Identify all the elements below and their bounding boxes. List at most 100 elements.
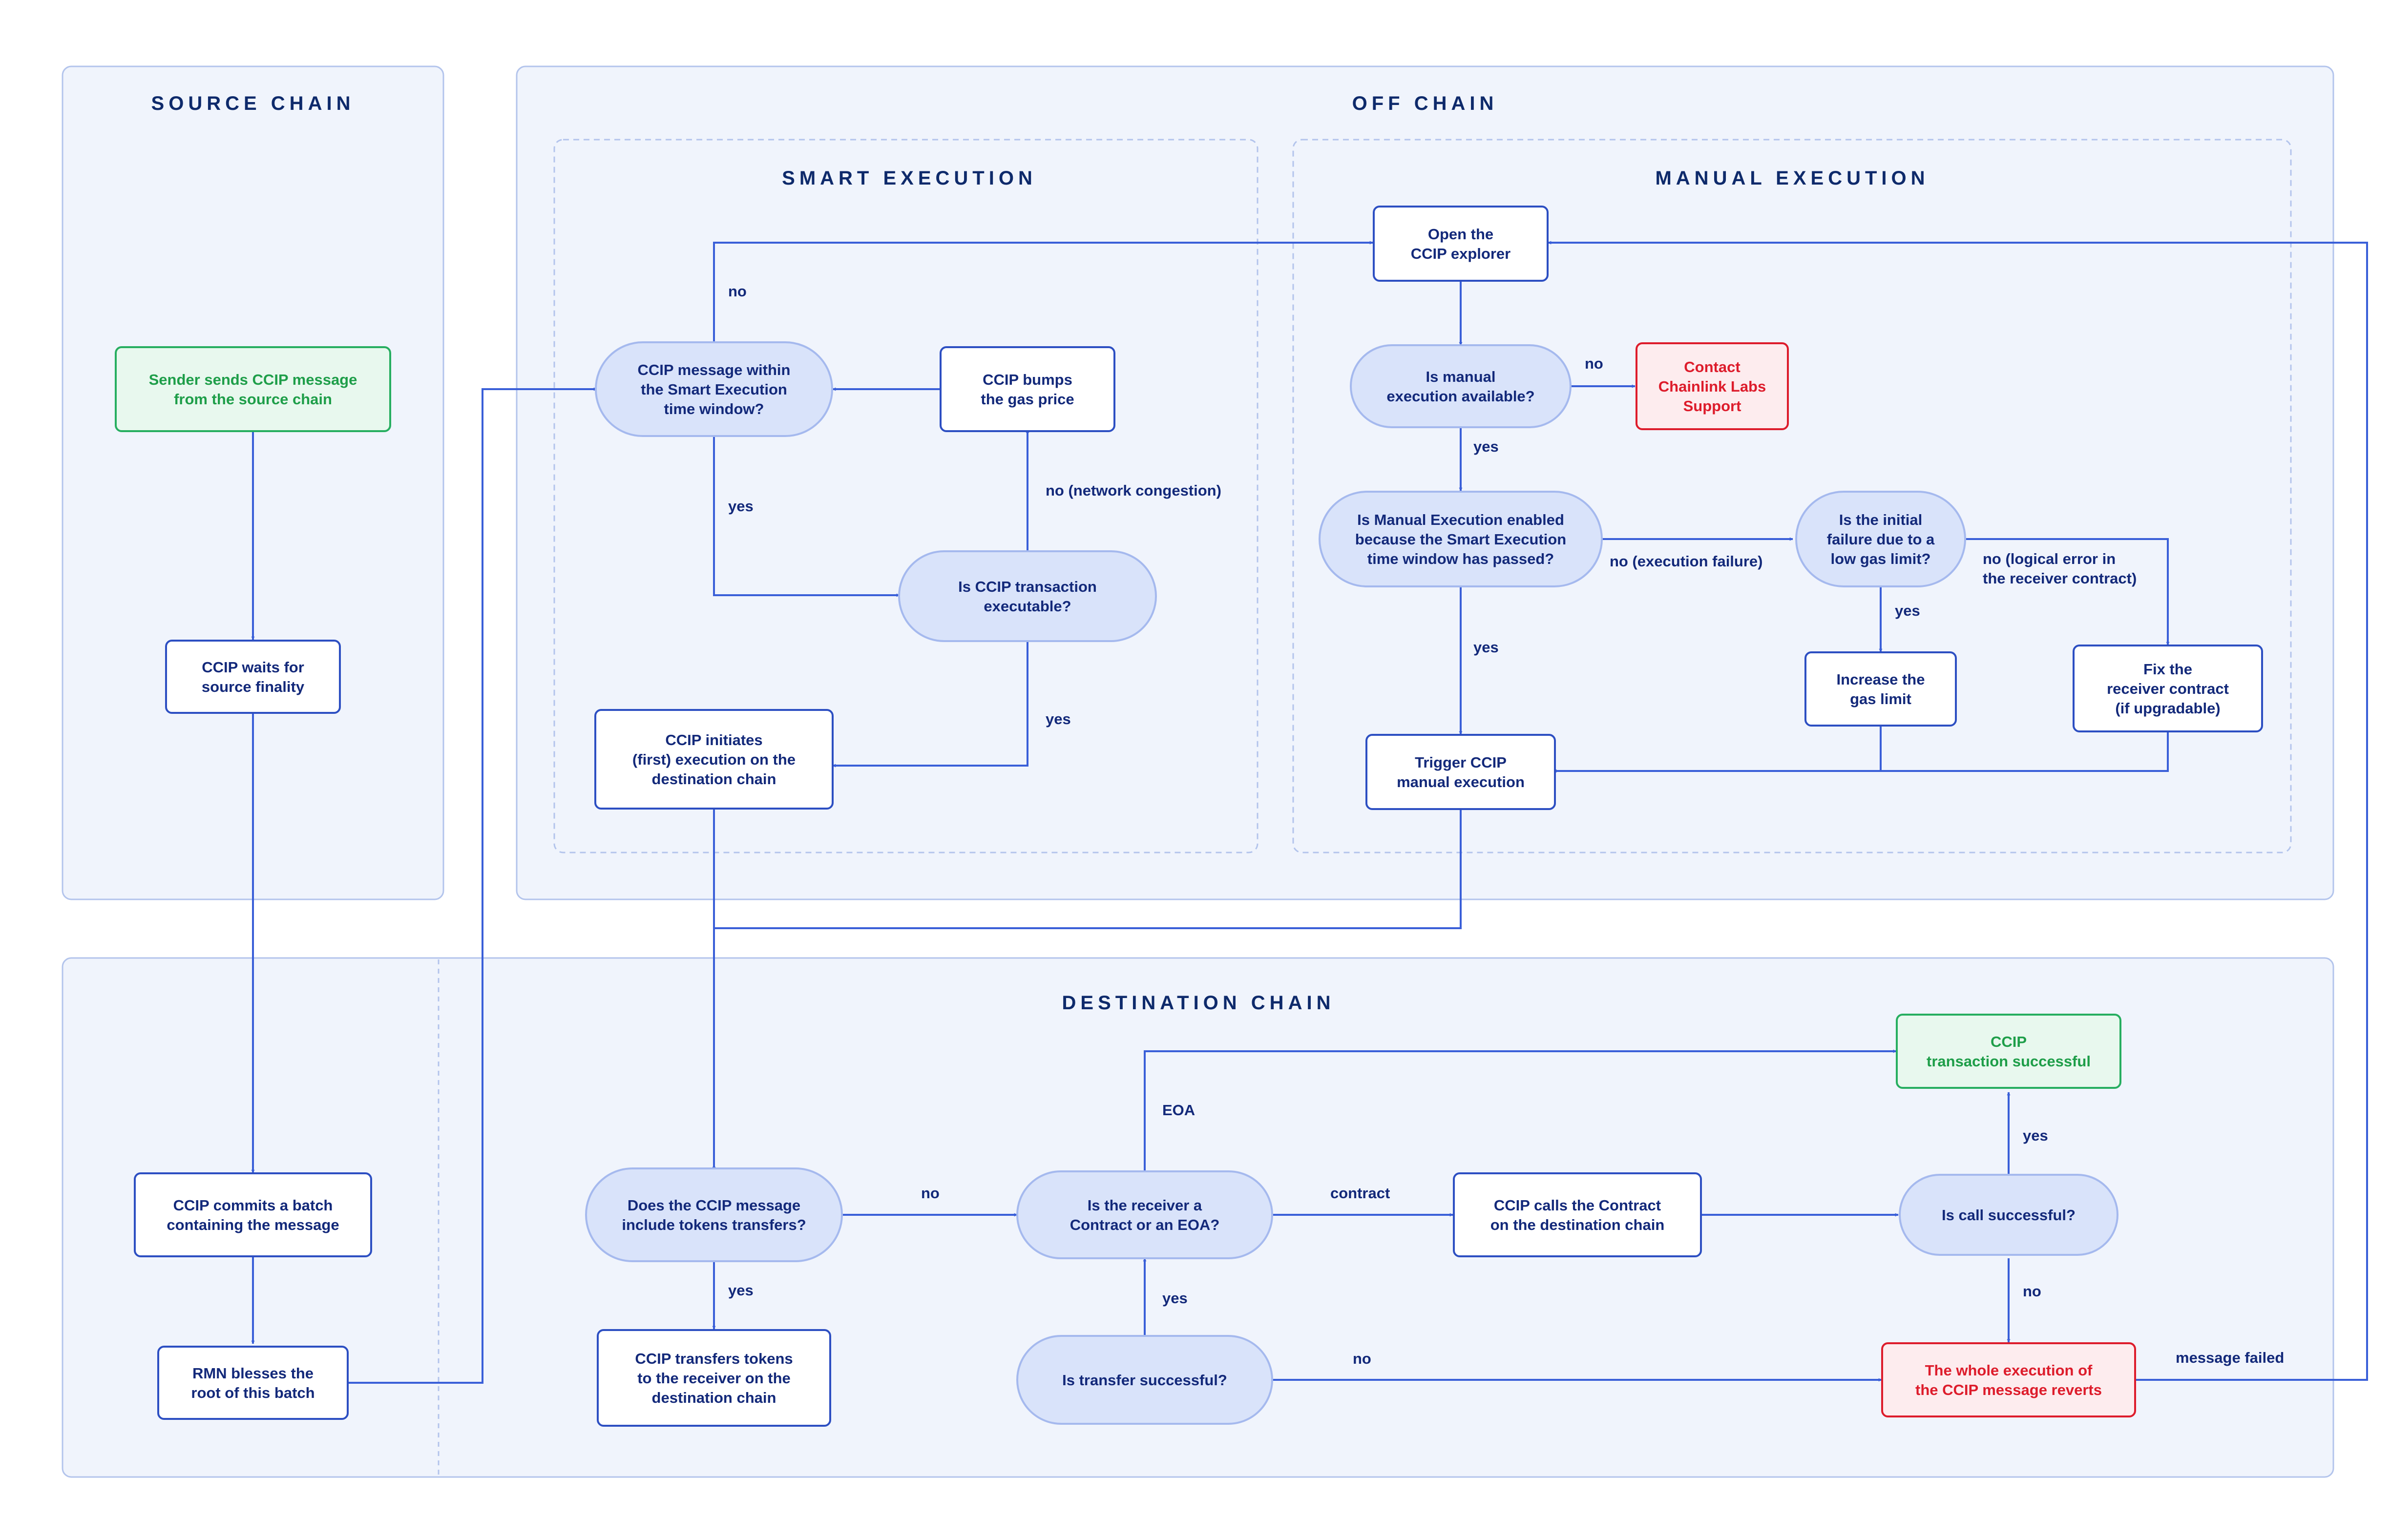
lane-manual-execution: MANUAL EXECUTION xyxy=(1292,139,2292,853)
decision-includes-tokens: Does the CCIP message include tokens tran… xyxy=(585,1167,843,1262)
label-manual-yes: yes xyxy=(1473,438,1499,455)
is-executable-line-2: executable? xyxy=(984,598,1071,615)
decision-manual-available: Is manual execution available? xyxy=(1350,344,1572,428)
decision-transfer-successful: Is transfer successful? xyxy=(1016,1335,1273,1425)
label-window-no: no xyxy=(728,283,747,300)
increase-gas-limit-line-2: gas limit xyxy=(1850,690,1911,708)
label-tokens-yes: yes xyxy=(728,1282,754,1299)
manual-available-line-2: execution available? xyxy=(1386,388,1534,405)
label-executable-yes: yes xyxy=(1046,710,1071,728)
is-executable-line-1: Is CCIP transaction xyxy=(958,578,1097,595)
fix-receiver-line-3: (if upgradable) xyxy=(2115,700,2220,717)
bumps-gas-line-1: CCIP bumps xyxy=(983,371,1072,388)
step-initiates-execution: CCIP initiates(first) execution on thede… xyxy=(594,709,834,810)
calls-contract-line-1: CCIP calls the Contract xyxy=(1494,1197,1661,1214)
label-message-failed: message failed xyxy=(2176,1349,2284,1366)
execution-reverts-line-2: the CCIP message reverts xyxy=(1915,1381,2102,1398)
connector-trigger-to-tokens xyxy=(714,809,1462,929)
contact-support-line-1: Contact xyxy=(1684,358,1740,375)
label-smart-passed-yes: yes xyxy=(1473,639,1499,656)
decision-is-executable: Is CCIP transaction executable? xyxy=(898,550,1157,642)
lane-title-off-chain: OFF CHAIN xyxy=(1352,93,1498,114)
initiates-execution-line-3: destination chain xyxy=(652,770,776,788)
label-logical-error-line-2: the receiver contract) xyxy=(1983,570,2137,587)
step-waits-finality: CCIP waits for source finality xyxy=(165,640,341,714)
initiates-execution-line-1: CCIP initiates xyxy=(665,731,762,749)
includes-tokens-line-1: Does the CCIP message xyxy=(628,1197,800,1214)
trigger-manual-line-1: Trigger CCIP xyxy=(1415,754,1507,771)
step-transfers-tokens: CCIP transfers tokens to the receiver on … xyxy=(597,1329,831,1427)
label-eoa: EOA xyxy=(1162,1102,1195,1119)
trigger-manual-line-2: manual execution xyxy=(1397,773,1525,791)
label-execution-failure: no (execution failure) xyxy=(1610,553,1762,570)
tx-successful-line-1: CCIP xyxy=(1991,1033,2027,1050)
includes-tokens-line-2: include tokens transfers? xyxy=(622,1216,806,1233)
lane-title-smart-execution: SMART EXECUTION xyxy=(782,167,1037,189)
waits-finality-line-2: source finality xyxy=(202,678,305,695)
sender-sends-line-1: Sender sends CCIP message xyxy=(149,371,357,388)
label-congestion: no (network congestion) xyxy=(1046,482,1221,499)
connector-lowgas-no-to-fix xyxy=(1963,538,2170,645)
decision-manual-enabled-reason: Is Manual Execution enabled because the S… xyxy=(1319,491,1603,587)
manual-available-line-1: Is manual xyxy=(1426,368,1496,385)
step-fix-receiver: Fix the receiver contract (if upgradable) xyxy=(2073,645,2263,732)
connector-receiver-eoa-to-success xyxy=(1144,1049,1897,1171)
receiver-type-line-1: Is the receiver a xyxy=(1088,1197,1202,1214)
label-transfer-no: no xyxy=(1353,1350,1371,1367)
contact-support-line-2: Chainlink Labs xyxy=(1658,378,1766,395)
step-tx-successful: CCIP transaction successful xyxy=(1896,1014,2121,1089)
receiver-type-line-2: Contract or an EOA? xyxy=(1070,1216,1220,1233)
label-tokens-no: no xyxy=(921,1185,940,1202)
manual-enabled-reason-line-1: Is Manual Execution enabled xyxy=(1357,511,1564,528)
call-successful-line-1: Is call successful? xyxy=(1942,1207,2076,1224)
rmn-blesses-line-2: root of this batch xyxy=(191,1384,315,1401)
label-gas-yes: yes xyxy=(1895,602,1920,619)
connector-rmn-to-window xyxy=(348,387,597,1384)
fix-receiver-line-2: receiver contract xyxy=(2107,680,2229,697)
open-explorer-line-1: Open the xyxy=(1428,226,1493,243)
transfer-successful-line-1: Is transfer successful? xyxy=(1062,1372,1227,1389)
waits-finality-line-1: CCIP waits for xyxy=(202,659,304,676)
decision-receiver-type: Is the receiver a Contract or an EOA? xyxy=(1016,1170,1273,1259)
rmn-blesses-line-1: RMN blesses the xyxy=(192,1365,314,1382)
label-call-yes: yes xyxy=(2023,1127,2048,1144)
transfers-tokens-line-1: CCIP transfers tokens xyxy=(635,1350,793,1367)
fix-receiver-line-1: Fix the xyxy=(2143,661,2192,678)
label-call-no: no xyxy=(2023,1283,2041,1300)
transfers-tokens-line-3: destination chain xyxy=(652,1389,776,1406)
connector-labels: no yes no (network congestion) yes no yes no (… xyxy=(728,283,2284,1367)
commits-batch-line-1: CCIP commits a batch xyxy=(173,1197,333,1214)
connectors xyxy=(251,241,2368,1384)
tx-successful-line-2: transaction successful xyxy=(1927,1053,2091,1070)
transfers-tokens-line-2: to the receiver on the xyxy=(637,1370,791,1387)
calls-contract-line-2: on the destination chain xyxy=(1490,1216,1665,1233)
lane-title-manual-execution: MANUAL EXECUTION xyxy=(1655,167,1929,189)
contact-support-line-3: Support xyxy=(1683,397,1741,415)
low-gas-limit-line-1: Is the initial xyxy=(1839,511,1923,528)
lane-smart-execution: SMART EXECUTION xyxy=(553,139,1258,853)
within-window-line-1: CCIP message within xyxy=(638,361,791,378)
low-gas-limit-line-2: failure due to a xyxy=(1827,531,1935,548)
label-transfer-yes: yes xyxy=(1162,1290,1188,1307)
decision-call-successful: Is call successful? xyxy=(1899,1174,2118,1256)
within-window-line-2: the Smart Execution xyxy=(641,381,787,398)
open-explorer-line-2: CCIP explorer xyxy=(1411,245,1510,262)
connector-window-no-to-explorer xyxy=(713,241,1373,343)
lane-title-destination-chain: DESTINATION CHAIN xyxy=(1062,992,1335,1014)
connector-reverts-failed-to-explorer xyxy=(1548,241,2368,1381)
increase-gas-limit-line-1: Increase the xyxy=(1837,671,1925,688)
label-window-yes: yes xyxy=(728,498,754,515)
connector-window-yes-to-executable xyxy=(713,436,900,597)
step-rmn-blesses: RMN blesses the root of this batch xyxy=(157,1346,349,1420)
decision-low-gas-limit: Is the initial failure due to a low gas li… xyxy=(1795,491,1966,587)
low-gas-limit-line-3: low gas limit? xyxy=(1831,550,1931,567)
manual-enabled-reason-line-2: because the Smart Execution xyxy=(1355,531,1566,548)
